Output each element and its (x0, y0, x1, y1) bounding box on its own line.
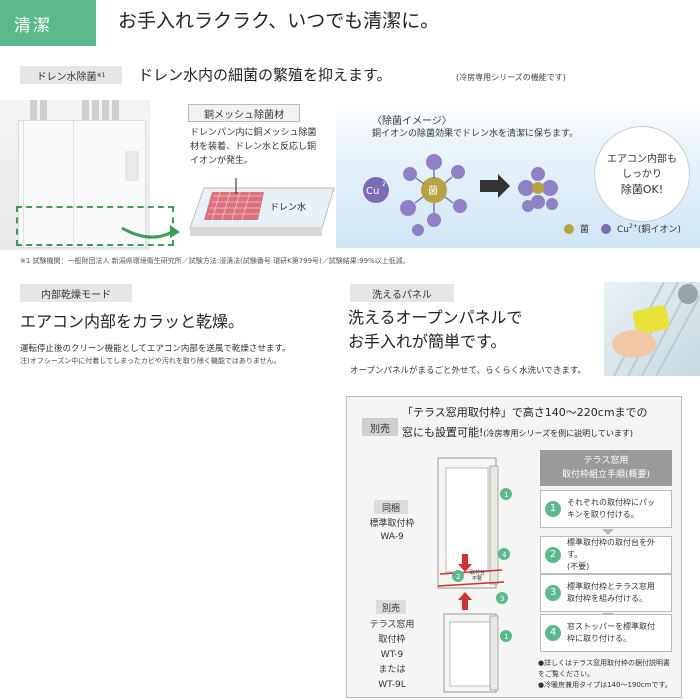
assembly-step: 2 標準取付枠の取付台を外す。 (不要) (540, 536, 672, 574)
footnote-marker: ※1 (96, 71, 106, 79)
drying-heading: エアコン内部をカラッと乾燥。 (20, 312, 245, 331)
step-number: 1 (545, 501, 561, 517)
step-number: 3 (545, 585, 561, 601)
feature-pill-panel: 洗えるパネル (350, 284, 454, 302)
panel-heading: 洗えるオープンパネルで お手入れが簡単です。 (348, 306, 523, 354)
note-line: ●詳しくはテラス窓用取付枠の据付説明書 (538, 659, 670, 667)
arrow-icon (121, 225, 180, 239)
panel-heading-line: 洗えるオープンパネルで (348, 308, 523, 327)
sterilization-ok-badge: エアコン内部も しっかり 除菌OK! (594, 126, 690, 222)
sterilization-image-title: 〈除菌イメージ〉 (372, 116, 452, 127)
badge-line: 除菌OK! (620, 182, 664, 196)
base-label: 取付台 (470, 569, 485, 576)
drain-note: (冷房専用シリーズの機能です) (456, 73, 566, 82)
terrace-subtitle-note: (冷房専用シリーズを例に説明しています) (483, 429, 634, 438)
standard-frame-line: WA-9 (380, 532, 404, 542)
separate-tag: 別売 (376, 600, 406, 614)
callout-3: 3 (500, 595, 504, 603)
step-text: 取付枠を組み付ける。 (567, 594, 647, 603)
included-tag: 同梱 (374, 500, 408, 514)
tray-label: ドレン水 (270, 201, 306, 213)
badge-line: エアコン内部も (607, 153, 677, 165)
legend-cu-superscript: 2+ (629, 223, 638, 230)
germ-legend-swatch (564, 223, 574, 234)
terrace-frame-line: または (378, 665, 406, 675)
legend-cu: Cu2+(銅イオン) (617, 222, 681, 235)
base-label-unneeded: 不要 (472, 576, 482, 582)
terrace-subtitle-main: 窓にも設置可能! (402, 426, 484, 439)
drying-note: 注)オフシーズン中に付着してしまったカビや汚れを取り除く機能ではありません。 (20, 357, 281, 365)
diagram-legend: 菌 Cu2+(銅イオン) (564, 222, 681, 235)
step-text: それぞれの取付枠にパッ (567, 498, 655, 507)
terrace-title: 「テラス窓用取付枠」で高さ140〜220cmまでの (402, 406, 648, 419)
cu-ion-label: Cu (366, 186, 379, 197)
feature-pill-drain: ドレン水除菌※1 (20, 66, 122, 84)
frame-assembly-diagram: 1 2 3 4 1 取付台 不要 (437, 457, 512, 693)
installation-notes: ●詳しくはテラス窓用取付枠の据付説明書 をご覧ください。 ●冷暖房兼用タイプは1… (538, 658, 678, 691)
legend-germ: 菌 (580, 225, 590, 235)
drain-tray-illustration: ドレン水 (189, 178, 335, 236)
page-title: お手入れラクラク、いつでも清潔に。 (118, 10, 440, 32)
assembly-steps-header: テラス窓用 取付枠組立手順(概要) (540, 450, 672, 486)
step-text: 標準取付枠とテラス窓用 (567, 582, 655, 591)
panel-washing-photo (604, 282, 700, 376)
callout-4: 4 (502, 551, 507, 559)
assembly-step: 1 それぞれの取付枠にパッキンを取り付ける。 (540, 490, 672, 528)
terrace-frame-line: 取付枠 (378, 635, 406, 645)
legend-cu-label: Cu (617, 225, 630, 235)
step-text: キンを取り付ける。 (567, 510, 639, 519)
mesh-desc-line: 材を装着、ドレン水と反応し銅 (190, 142, 317, 152)
note-line: をご覧ください。 (538, 670, 594, 678)
section-tag-cleanliness: 清潔 (0, 0, 96, 46)
steps-header-line: 取付枠組立手順(概要) (561, 470, 651, 480)
cu-legend-swatch (601, 223, 612, 234)
air-conditioner-image (0, 100, 150, 250)
terrace-frame-line: WT-9 (380, 650, 404, 660)
terrace-frame-label: テラス窓用 取付枠 WT-9 または WT-9L (362, 618, 422, 693)
panel-heading-line: お手入れが簡単です。 (348, 332, 507, 351)
legend-cu-suffix: (銅イオン) (637, 225, 681, 235)
callout-1: 1 (504, 491, 508, 499)
step-text: (不要) (567, 562, 590, 571)
feature-pill-label: ドレン水除菌 (36, 71, 97, 83)
assembly-step: 3 標準取付枠とテラス窓用取付枠を組み付ける。 (540, 574, 672, 612)
mesh-desc-line: ドレンパン内に銅メッシュ除菌 (190, 128, 317, 138)
drain-pan-highlight (16, 206, 174, 246)
mesh-description: ドレンパン内に銅メッシュ除菌 材を装着、ドレン水と反応し銅 イオンが発生。 (190, 126, 338, 168)
step-text: 枠に取り付ける。 (567, 634, 631, 643)
sterilization-image-desc: 銅イオンの除菌効果でドレン水を清潔に保ちます。 (372, 129, 579, 139)
step-arrow-icon (602, 529, 614, 535)
terrace-subtitle: 窓にも設置可能!(冷房専用シリーズを例に説明しています) (402, 424, 633, 440)
drain-heading: ドレン水内の細菌の繁殖を抑えます。 (138, 66, 392, 84)
drying-description: 運転停止後のクリーン機能としてエアコン内部を送風で乾燥させます。 (20, 344, 291, 354)
steps-header-line: テラス窓用 (583, 456, 629, 466)
step-text: 窓ストッパーを標準取付 (567, 622, 655, 631)
step-number: 2 (545, 547, 561, 563)
panel-description: オープンパネルがまるごと外せて、らくらく水洗いできます。 (350, 366, 586, 376)
standard-frame-line: 標準取付枠 (369, 519, 415, 529)
terrace-frame-line: テラス窓用 (369, 620, 415, 630)
callout-1: 1 (504, 633, 508, 641)
mesh-material-label: 銅メッシュ除菌材 (188, 104, 300, 122)
germ-label: 菌 (428, 185, 438, 197)
assembly-step: 4 窓ストッパーを標準取付枠に取り付ける。 (540, 614, 672, 652)
copper-ion-diagram: Cu 2+ 菌 (363, 154, 558, 236)
step-number: 4 (545, 625, 561, 641)
standard-frame-label: 標準取付枠 WA-9 (362, 518, 422, 544)
test-footnote: ※1 試験機関：一般財団法人 新潟県環境衛生研究所／試験方法:浸漬法(試験番号 … (20, 257, 410, 265)
sold-separately-tag: 別売 (362, 418, 398, 436)
badge-line: しっかり (622, 168, 662, 180)
feature-pill-drying: 内部乾燥モード (20, 284, 132, 302)
note-line: ●冷暖房兼用タイプは140〜190cmです。 (538, 681, 672, 689)
cu-ion-superscript: 2+ (382, 181, 391, 188)
mesh-desc-line: イオンが発生。 (190, 156, 254, 166)
callout-2: 2 (456, 573, 460, 581)
step-text: 標準取付枠の取付台を外す。 (567, 538, 655, 559)
terrace-frame-line: WT-9L (378, 680, 406, 690)
